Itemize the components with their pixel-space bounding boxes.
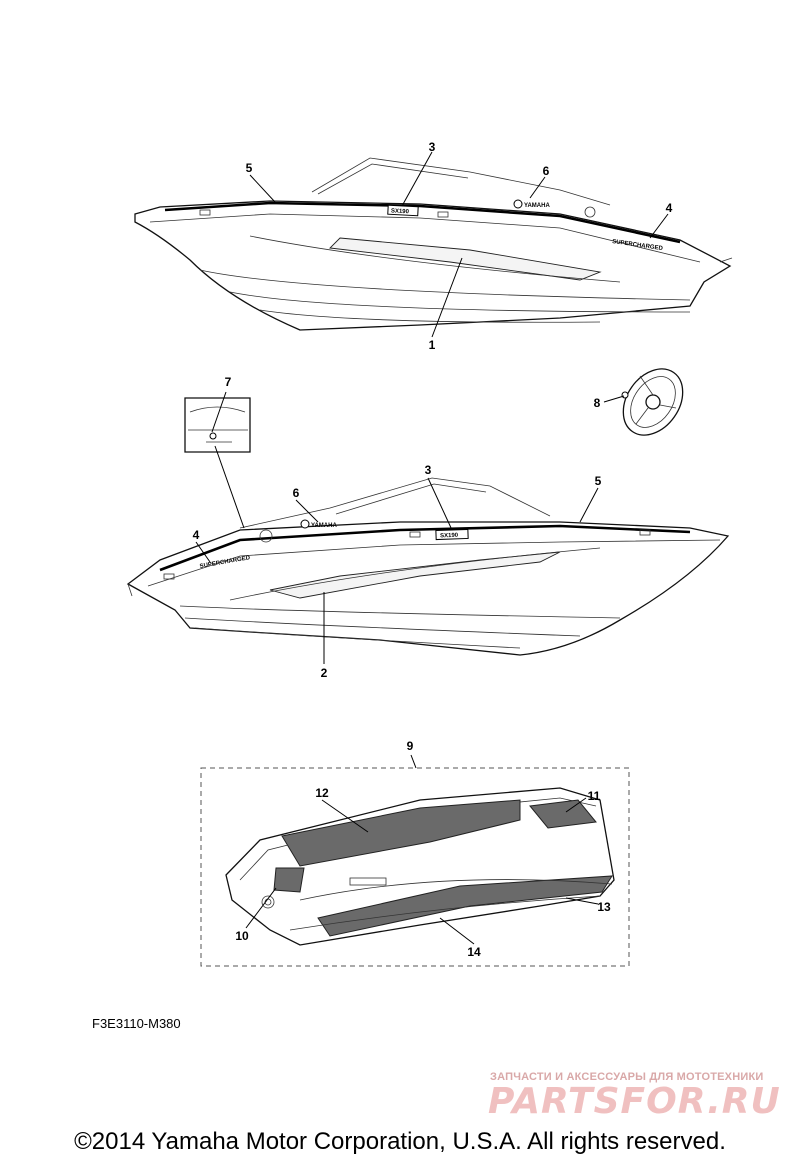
- brand-decal-text-port: YAMAHA: [311, 523, 337, 529]
- callout-2: 2: [321, 666, 328, 680]
- callout-12: 12: [315, 786, 329, 800]
- mat-right-11: [529, 799, 597, 829]
- callout-6-top: 6: [543, 164, 550, 178]
- callout-5-mid: 5: [595, 474, 602, 488]
- mat-set-box: [200, 767, 630, 967]
- callout-4-mid: 4: [193, 528, 200, 542]
- model-badge-text: SX190: [391, 208, 410, 215]
- document-code: F3E3110-M380: [92, 1016, 181, 1031]
- swim-platform-mat-view: [225, 787, 615, 946]
- leader-lines: [195, 151, 669, 945]
- callout-4-top: 4: [666, 201, 673, 215]
- watermark-logo: PARTSFOR.RU: [488, 1081, 781, 1122]
- callout-14: 14: [467, 945, 481, 959]
- callout-6-mid: 6: [293, 486, 300, 500]
- callout-3-mid: 3: [425, 463, 432, 477]
- callout-9: 9: [407, 739, 414, 753]
- wheel-emblem-icon: [621, 391, 629, 399]
- callout-3-top: 3: [429, 140, 436, 154]
- mat-center-12: [281, 799, 521, 867]
- steering-wheel-part: [621, 368, 684, 436]
- callout-13: 13: [597, 900, 611, 914]
- transom-inset: [184, 397, 251, 453]
- callout-11: 11: [588, 789, 601, 803]
- boat-port-view: SX190 YAMAHA SUPERCHARGED: [126, 477, 730, 656]
- callout-5-top: 5: [246, 161, 253, 175]
- mat-left-10: [273, 867, 305, 893]
- mat-lower-14: [317, 875, 613, 937]
- boat-starboard-view: SX190 YAMAHA SUPERCHARGED: [134, 157, 733, 331]
- model-badge-text-port: SX190: [440, 533, 459, 540]
- callout-1: 1: [429, 338, 436, 352]
- callout-labels: 3 5 6 4 1 7 8 3 6 5 4 2 9 12 11 10 13 14: [193, 140, 673, 959]
- callout-10: 10: [235, 929, 249, 943]
- callout-8: 8: [594, 396, 601, 410]
- copyright-notice: ©2014 Yamaha Motor Corporation, U.S.A. A…: [74, 1128, 726, 1155]
- yamaha-logo-icon-port: [300, 519, 310, 529]
- watermark-tagline: ЗАПЧАСТИ И АКСЕССУАРЫ ДЛЯ МОТОТЕХНИКИ: [490, 1071, 764, 1083]
- transom-logo-icon: [209, 432, 217, 440]
- yamaha-logo-icon: [513, 199, 523, 209]
- brand-decal-text: YAMAHA: [524, 203, 550, 209]
- callout-7: 7: [225, 375, 232, 389]
- model-badge-decal: [387, 204, 419, 217]
